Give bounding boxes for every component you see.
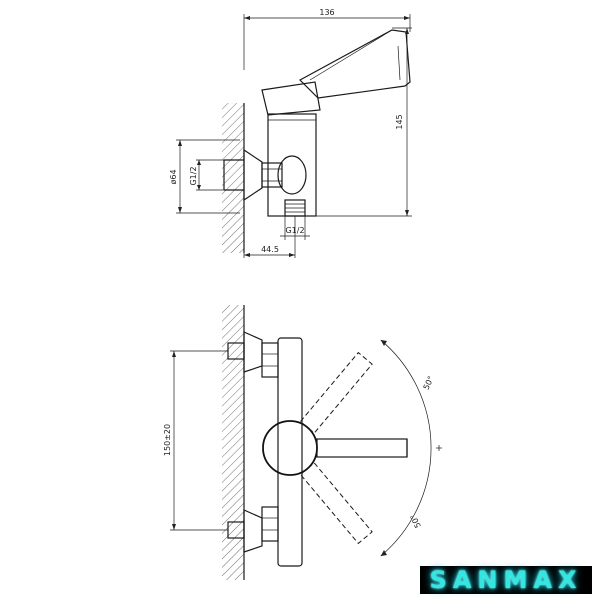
nut-side	[261, 162, 283, 188]
cartridge-cap-side	[261, 81, 321, 116]
dim-inlet-thread: G1/2	[189, 166, 198, 185]
lever-position-down	[299, 462, 373, 545]
lever-position-up	[299, 351, 373, 434]
angle-up-label: 50°	[422, 375, 436, 392]
wall-flange-side	[243, 148, 263, 202]
upper-flange-front	[243, 331, 263, 373]
mixer-body-front	[277, 337, 303, 567]
lever-front	[316, 438, 408, 458]
connector-bulb-side	[277, 155, 307, 195]
wall-hatch-side	[222, 103, 244, 253]
brand-logo: SANMAX	[420, 566, 592, 594]
brand-name: SANMAX	[429, 566, 583, 594]
wall-hatch-front	[222, 305, 244, 580]
dim-wall-offset: 44.5	[261, 245, 279, 254]
angle-down-label: 50°	[409, 513, 423, 530]
front-view: 50° 50° 150±20	[163, 305, 442, 580]
lower-flange-front	[243, 509, 263, 553]
dim-inlet-spacing: 150±20	[163, 424, 172, 456]
lower-nut-front	[261, 506, 279, 542]
mixer-body-side	[267, 113, 317, 217]
side-view: 136 145 ø64 G1/2 G1/2 44.5	[169, 8, 412, 258]
angle-arc	[380, 339, 432, 557]
dim-flange-diameter: ø64	[169, 169, 178, 184]
dim-total-width: 136	[319, 8, 334, 17]
dim-height: 145	[395, 114, 404, 129]
upper-nut-front	[261, 342, 279, 378]
